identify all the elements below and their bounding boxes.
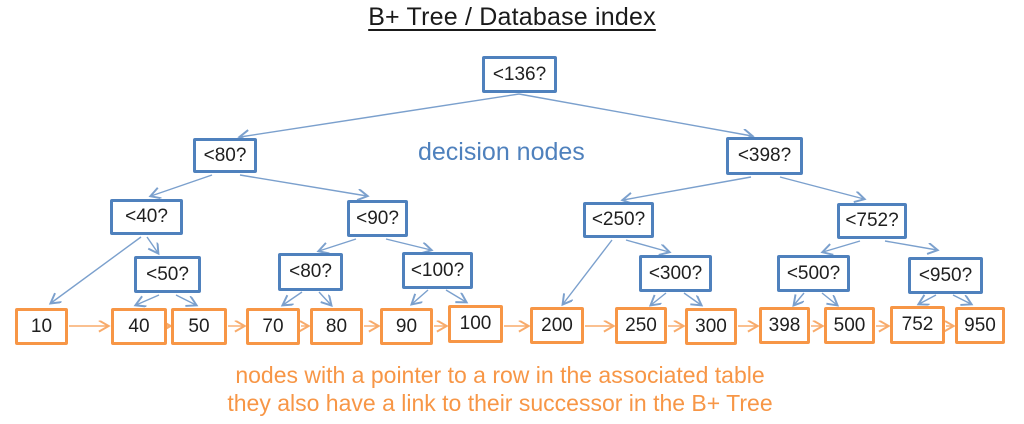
leaf-node-398: 398 xyxy=(759,307,810,344)
diagram-title: B+ Tree / Database index xyxy=(368,3,656,31)
edge-300-leaf300 xyxy=(683,292,701,305)
edge-80-90 xyxy=(239,174,367,196)
edge-136-80 xyxy=(240,93,520,137)
leaf-node-200: 200 xyxy=(530,307,584,344)
leaf-node-80: 80 xyxy=(310,308,363,345)
decision-node-250: <250? xyxy=(583,202,654,238)
edge-752-500 xyxy=(823,240,861,252)
tree-edges xyxy=(51,93,971,305)
decision-node-40: <40? xyxy=(110,199,183,235)
decision-node-80-l2: <80? xyxy=(193,138,257,173)
decision-node-90: <90? xyxy=(347,200,408,237)
decision-nodes-caption: decision nodes xyxy=(418,138,585,166)
edge-100-leaf90 xyxy=(412,289,429,304)
decision-node-136: <136? xyxy=(482,56,557,93)
decision-node-300: <300? xyxy=(639,255,712,292)
leaf-note-line1: nodes with a pointer to a row in the ass… xyxy=(235,362,765,388)
edge-80-leaf70 xyxy=(283,291,303,305)
leaf-node-90: 90 xyxy=(380,308,433,345)
leaf-node-950: 950 xyxy=(955,307,1005,344)
edge-40-leaf10 xyxy=(51,236,142,303)
leaf-node-10: 10 xyxy=(15,308,68,345)
decision-node-950: <950? xyxy=(908,257,983,294)
leaf-node-500: 500 xyxy=(824,307,875,344)
edge-752-950 xyxy=(884,240,937,250)
decision-node-100: <100? xyxy=(402,252,473,289)
edge-50-leaf50 xyxy=(175,294,196,305)
decision-node-50: <50? xyxy=(134,256,201,293)
decision-node-398: <398? xyxy=(726,137,803,175)
edge-80-40 xyxy=(151,174,213,196)
edge-250-leaf200 xyxy=(563,239,613,304)
edge-40-50 xyxy=(146,236,158,253)
leaf-node-50: 50 xyxy=(171,308,227,345)
edge-398-752 xyxy=(779,176,864,199)
leaf-note-line2: they also have a link to their successor… xyxy=(227,390,773,416)
edge-80-leaf80 xyxy=(318,291,331,305)
leaf-node-40: 40 xyxy=(111,308,167,345)
edge-50-leaf40 xyxy=(136,294,160,305)
leaf-node-300: 300 xyxy=(685,308,737,345)
edge-398-250 xyxy=(623,176,752,200)
edge-90-100 xyxy=(385,238,431,250)
decision-node-500: <500? xyxy=(777,255,850,292)
leaf-node-100: 100 xyxy=(448,305,503,343)
edge-500-leaf398 xyxy=(794,292,805,305)
edge-250-300 xyxy=(625,239,669,252)
edge-136-398 xyxy=(518,93,752,136)
edge-90-80 xyxy=(319,238,357,251)
edge-100-leaf100 xyxy=(445,289,466,302)
leaf-node-752: 752 xyxy=(890,306,945,344)
edge-300-leaf250 xyxy=(651,292,667,305)
edge-950-leaf752 xyxy=(919,295,937,304)
leaf-node-250: 250 xyxy=(615,307,667,344)
edge-500-leaf500 xyxy=(821,292,837,305)
edge-950-leaf950 xyxy=(952,294,971,304)
leaf-node-70: 70 xyxy=(246,308,300,345)
decision-node-752: <752? xyxy=(837,203,907,239)
decision-node-80-l4: <80? xyxy=(278,253,343,291)
leaf-note: nodes with a pointer to a row in the ass… xyxy=(0,361,1000,417)
